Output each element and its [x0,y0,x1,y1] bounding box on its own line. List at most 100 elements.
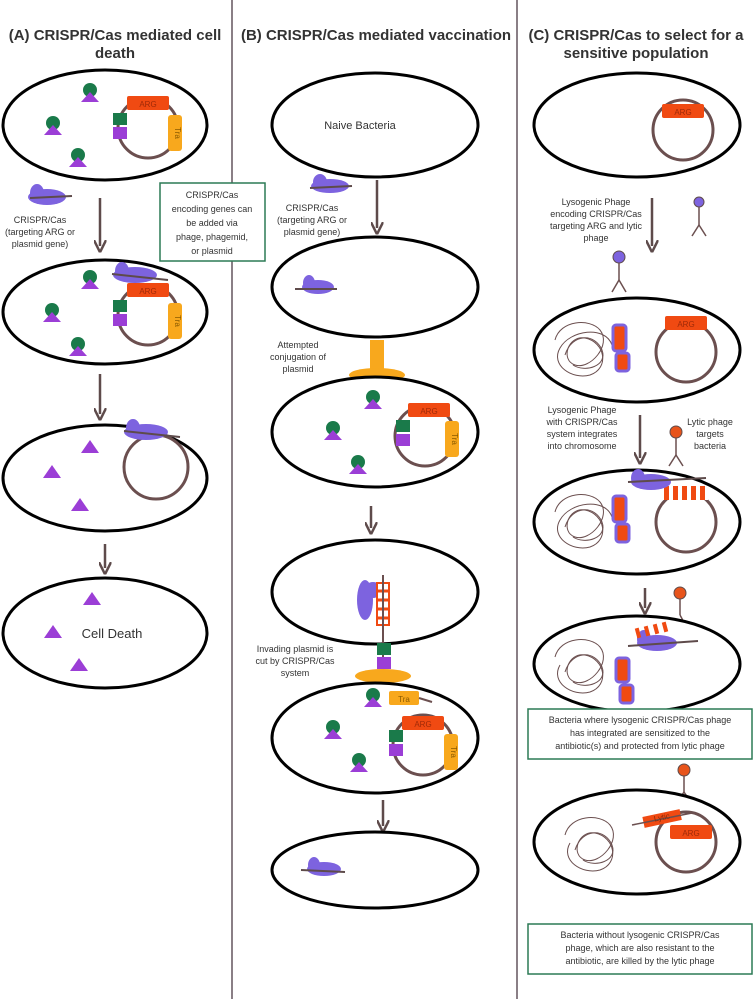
box2-line: phage, which are also resistant to the [565,943,714,953]
arg-gene [127,283,169,297]
arg-gene [408,403,450,417]
cas-complex [300,857,346,876]
integ-4: into chromosome [547,441,616,451]
lytic-1: Lytic phage [687,417,733,427]
integ-2: with CRISPR/Cas [545,417,618,427]
arg-gene [665,316,707,330]
arg-label: ARG [682,829,699,838]
crispr-insert [614,522,631,544]
arg-label: ARG [677,320,694,329]
protein-complex [43,303,61,322]
protein-complex [324,720,342,739]
result-box-killed [527,923,753,975]
attempted-2: conjugation of [270,352,327,362]
arg-gene [662,104,704,118]
cell [270,71,480,179]
cas-complex [627,469,707,490]
attempted-3: plasmid [282,364,313,374]
crispr-insert [611,494,628,524]
tra-label: Tra [450,433,459,445]
cell-death-label: Cell Death [82,626,143,641]
protein-complex [324,421,342,440]
lytic-tag: Lytic [653,811,671,823]
lytic-dna [631,809,693,828]
purple-block [396,434,410,446]
tra-gene [444,734,458,770]
crispr-insert [614,656,631,684]
arg-label: ARG [139,287,156,296]
note-line: CRISPR/Cas [186,190,239,200]
label-crispr-a-3: plasmid gene) [12,239,69,249]
tra-gene [389,691,419,705]
tra-label: Tra [398,695,410,704]
lyso-2: encoding CRISPR/Cas [550,209,642,219]
tra-label: Tra [173,315,182,327]
cell [270,235,480,339]
label-crispr-b-2: (targeting ARG or [277,215,347,225]
protein-complex [81,270,99,289]
note-line: be added via [186,218,238,228]
arg-label: ARG [420,407,437,416]
lyso-3: targeting ARG and lytic [550,221,643,231]
invading-3: system [281,668,310,678]
purple-triangle [70,658,88,671]
chromosome [554,494,613,549]
protein-complex [44,116,62,135]
lyso-4: phage [583,233,608,243]
protein-complex [350,753,368,772]
chromosome [564,817,614,872]
note-line: or plasmid [191,246,233,256]
cell [270,830,480,910]
arg-label: ARG [674,108,691,117]
protein-complex [349,455,367,474]
purple-triangle [81,440,99,453]
note-line: encoding genes can [172,204,253,214]
dna-striped [662,486,708,500]
tra-gene [168,115,182,151]
purple-triangle [83,592,101,605]
plasmid [654,810,718,874]
protein-complex [364,390,382,409]
purple-block [377,657,391,669]
cell [532,788,742,896]
tra-label: Tra [173,127,182,139]
crispr-insert [614,351,631,373]
panel-a-title-2: death [95,45,135,62]
label-crispr-a-2: (targeting ARG or [5,227,75,237]
protein-complex [81,83,99,102]
panel-a-title-1: (A) CRISPR/Cas mediated cell [9,27,222,44]
integ-3: system integrates [547,429,618,439]
panel-c: (C) CRISPR/Cas to select for a sensitive… [527,27,753,975]
green-block [113,113,127,125]
purple-triangle [71,498,89,511]
phage-icon [611,250,627,293]
crispr-insert [618,683,635,705]
box2-line: Bacteria without lysogenic CRISPR/Cas [560,930,720,940]
purple-block [389,744,403,756]
protein-complex [69,337,87,356]
plasmid [651,98,715,162]
label-crispr-b-1: CRISPR/Cas [286,203,339,213]
chromosome [554,639,604,694]
cas-complex [111,262,169,283]
pilus-base [355,669,411,683]
invading-1: Invading plasmid is [257,644,334,654]
crispr-insert [611,323,628,353]
cell [532,296,742,404]
cas-complex [309,174,353,193]
pilus [370,340,384,372]
cas-complex [28,184,73,205]
purple-block [113,127,127,139]
cas-complex [123,419,181,440]
box1-line: has integrated are sensitized to the [570,728,710,738]
arg-gene [402,716,444,730]
cell [1,423,209,533]
note-line: phage, phagemid, [176,232,248,242]
panel-b-title: (B) CRISPR/Cas mediated vaccination [241,27,511,44]
integ-1: Lysogenic Phage [548,405,617,415]
purple-block [113,314,127,326]
result-box-sensitized [527,708,753,760]
tra-gene [168,303,182,339]
lytic-2: targets [696,429,724,439]
green-block [396,420,410,432]
